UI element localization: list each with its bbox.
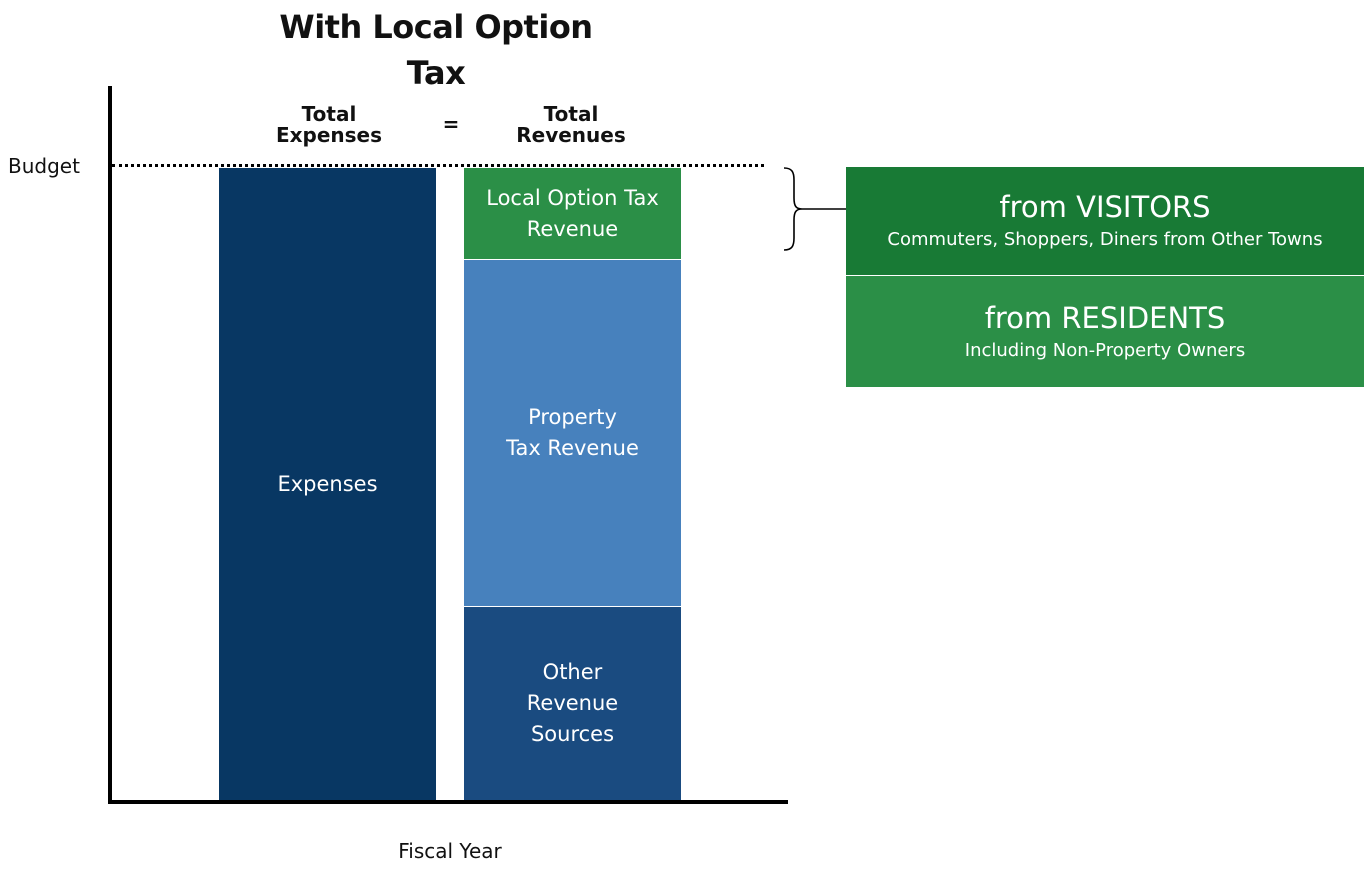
residents-breakdown-box: from RESIDENTS Including Non-Property Ow… [846, 276, 1364, 387]
local-option-tax-revenue-segment: Local Option Tax Revenue [464, 168, 681, 259]
property-tax-revenue-segment: Property Tax Revenue [464, 260, 681, 606]
residents-detail: Including Non-Property Owners [964, 339, 1246, 361]
residents-heading: from RESIDENTS [984, 300, 1226, 335]
other-revenue-sources-segment: Other Revenue Sources [464, 607, 681, 800]
budget-dotted-line [112, 164, 764, 167]
total-expenses-heading: Total Expenses [275, 102, 383, 147]
total-revenues-heading: Total Revenues [516, 102, 626, 147]
expenses-bar: Expenses [219, 168, 436, 800]
local-option-tax-label: Local Option Tax Revenue [486, 185, 659, 241]
x-axis-line [108, 800, 788, 804]
curly-brace-icon [783, 167, 846, 251]
visitors-detail: Commuters, Shoppers, Diners from Other T… [887, 229, 1323, 250]
diagram-title: With Local Option Tax [279, 8, 593, 92]
equals-sign: = [442, 112, 460, 136]
visitors-heading: from VISITORS [999, 190, 1211, 224]
other-revenue-label: Other Revenue Sources [526, 660, 619, 746]
y-axis-line [108, 86, 112, 804]
x-axis-label: Fiscal Year [398, 839, 502, 863]
budget-label: Budget [8, 154, 80, 178]
expenses-bar-label: Expenses [277, 471, 378, 496]
property-tax-label: Property Tax Revenue [506, 405, 639, 460]
visitors-breakdown-box: from VISITORS Commuters, Shoppers, Diner… [846, 167, 1364, 275]
